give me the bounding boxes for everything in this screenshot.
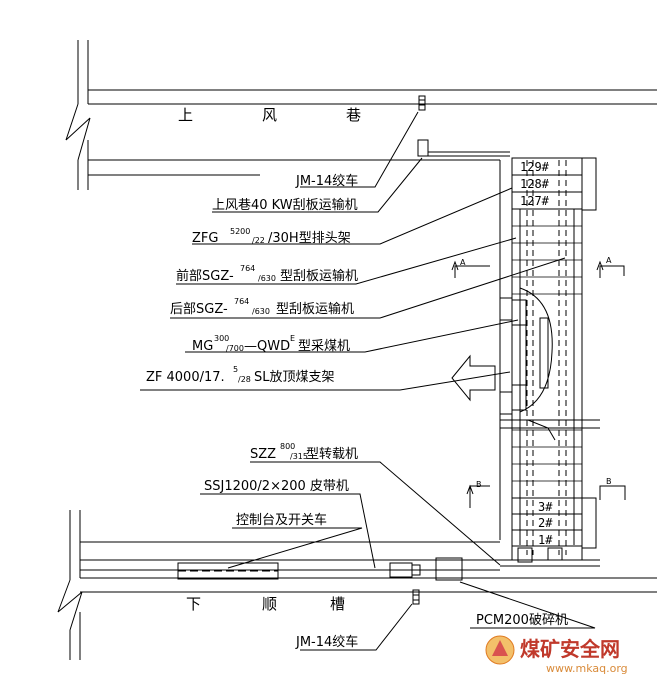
face-junction xyxy=(500,419,600,441)
section-b-left: B xyxy=(476,480,482,489)
svg-text:前部SGZ-: 前部SGZ- xyxy=(176,268,234,284)
svg-text:型采煤机: 型采煤机 xyxy=(298,339,350,354)
lower-road-char-3: 槽 xyxy=(330,595,347,613)
svg-text:/22: /22 xyxy=(252,236,265,245)
watermark-logo xyxy=(485,635,515,665)
label-front-conveyor: 前部SGZ- 764 /630 型刮板运输机 xyxy=(176,264,358,284)
label-rear-conveyor: 后部SGZ- 764 /630 型刮板运输机 xyxy=(170,297,354,317)
crusher xyxy=(435,557,463,581)
belt-drive xyxy=(389,562,421,578)
svg-text:/700: /700 xyxy=(226,344,244,353)
label-jm14-top: JM-14绞车 xyxy=(295,173,358,189)
svg-text:764: 764 xyxy=(234,297,249,306)
lower-road-char-2: 顺 xyxy=(262,595,279,613)
svg-text:MG: MG xyxy=(192,339,213,354)
section-a-right: A xyxy=(606,256,612,265)
svg-text:300: 300 xyxy=(214,334,229,343)
svg-text:ZF 4000/17.: ZF 4000/17. xyxy=(146,370,225,385)
watermark-url: www.mkaq.org xyxy=(546,662,628,675)
support-2: 2# xyxy=(538,516,553,530)
shearer xyxy=(499,287,553,415)
label-crusher: PCM200破碎机 xyxy=(476,613,568,628)
transfer-loader xyxy=(517,547,563,563)
lower-road-char-1: 下 xyxy=(186,595,203,613)
support-127: 127# xyxy=(520,194,550,208)
svg-text:SL放顶煤支架: SL放顶煤支架 xyxy=(254,370,335,385)
upper-road-char-2: 风 xyxy=(262,106,279,124)
support-column xyxy=(511,157,597,560)
svg-text:SZZ: SZZ xyxy=(250,447,276,462)
svg-text:/30H型排头架: /30H型排头架 xyxy=(268,231,351,246)
support-128: 128# xyxy=(520,177,550,191)
svg-text:/630: /630 xyxy=(258,274,276,283)
svg-text:/630: /630 xyxy=(252,307,270,316)
support-1: 1# xyxy=(538,533,553,547)
section-b-right: B xyxy=(606,477,612,486)
support-129: 129# xyxy=(520,160,550,174)
svg-text:E: E xyxy=(290,334,295,343)
label-upper-scraper: 上风巷40 KW刮板运输机 xyxy=(212,197,358,213)
lower-airway-name: 下 顺 槽 xyxy=(186,595,347,613)
support-cells xyxy=(512,225,582,482)
svg-text:/28: /28 xyxy=(238,375,251,384)
upper-road-char-1: 上 xyxy=(178,106,195,124)
svg-text:—QWD: —QWD xyxy=(244,339,290,354)
winch-top xyxy=(418,95,426,111)
label-shearer: MG 300 /700 —QWD E 型采煤机 xyxy=(192,334,350,354)
leader-lines xyxy=(140,111,596,651)
label-belt-conveyor: SSJ1200/2×200 皮带机 xyxy=(204,479,349,494)
label-zfg: ZFG 5200 /22 /30H型排头架 xyxy=(192,227,351,246)
lower-airway xyxy=(57,510,657,660)
svg-text:800: 800 xyxy=(280,442,295,451)
upper-scraper-conveyor xyxy=(417,139,510,157)
svg-text:5200: 5200 xyxy=(230,227,250,236)
watermark-text: 煤矿安全网 xyxy=(520,637,620,661)
svg-text:ZFG: ZFG xyxy=(192,231,218,246)
upper-airway xyxy=(65,40,657,540)
svg-text:后部SGZ-: 后部SGZ- xyxy=(170,302,228,317)
svg-text:/315: /315 xyxy=(290,452,308,461)
svg-text:5: 5 xyxy=(233,365,238,374)
label-console: 控制台及开关车 xyxy=(236,512,327,528)
label-support: ZF 4000/17. 5 /28 SL放顶煤支架 xyxy=(146,365,335,385)
winch-bottom xyxy=(412,589,420,605)
upper-road-char-3: 巷 xyxy=(346,106,363,124)
label-jm14-bottom: JM-14绞车 xyxy=(295,634,358,650)
label-transfer-loader: SZZ 800 /315 型转载机 xyxy=(250,442,358,462)
section-a-left: A xyxy=(460,258,466,267)
section-markers xyxy=(451,260,626,508)
svg-text:型转载机: 型转载机 xyxy=(306,447,358,462)
svg-text:型刮板运输机: 型刮板运输机 xyxy=(280,268,358,284)
svg-text:764: 764 xyxy=(240,264,255,273)
upper-airway-name: 上 风 巷 xyxy=(178,106,363,124)
control-console xyxy=(177,562,279,580)
support-3: 3# xyxy=(538,500,553,514)
svg-text:型刮板运输机: 型刮板运输机 xyxy=(276,301,354,317)
face-conveyor-lines xyxy=(526,160,567,555)
